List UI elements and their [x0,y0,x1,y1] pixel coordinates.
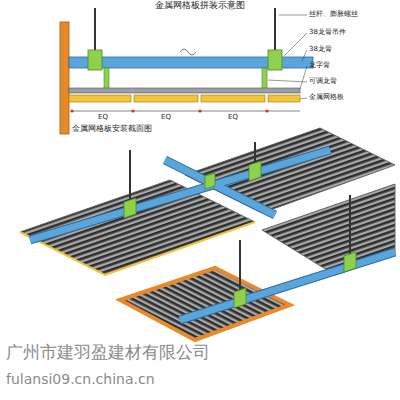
part-label: 龙字骨 [309,62,330,70]
part-label: 可调龙骨 [309,78,337,86]
isometric-view [20,128,395,340]
dimension-label: EQ [160,114,172,122]
view-caption: 金属网格板安装截面图 [72,125,152,134]
part-label: 金属网格板 [309,94,344,102]
watermark: fulansi09.cn.china.cn [6,372,155,387]
dimension-label: EQ [97,114,109,122]
section-view [60,8,313,134]
dimension-label: EQ [227,114,239,122]
diagram-title: 金属网格板拼装示意图 [0,1,400,11]
part-label: 38龙骨 [309,46,332,54]
part-label: 丝杆、膨胀螺丝 [309,11,358,19]
part-label: 38龙骨吊件 [309,29,346,37]
watermark: 广州市建羽盈建材有限公司 [6,343,210,362]
